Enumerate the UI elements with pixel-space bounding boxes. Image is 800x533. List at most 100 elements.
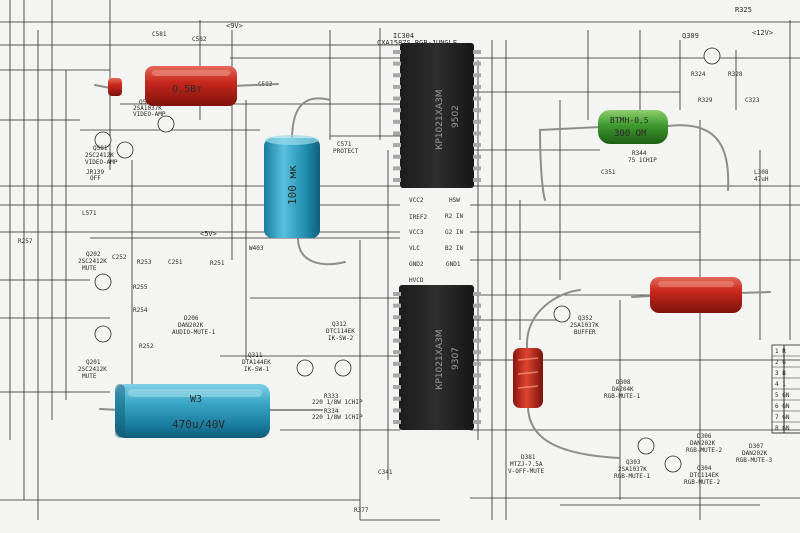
ic-pin bbox=[393, 303, 401, 308]
label-c251: C251 bbox=[168, 259, 183, 266]
resistor-red-top: О,5Вт bbox=[108, 66, 237, 106]
ic-pin bbox=[473, 292, 481, 296]
label-c351: C351 bbox=[601, 169, 616, 176]
label-q201-part: 2SC2412K bbox=[78, 366, 107, 373]
ic-pin bbox=[393, 61, 401, 66]
connector-row: 7 GN bbox=[775, 414, 790, 421]
connector-row: 2 G bbox=[775, 359, 786, 366]
label-d307-part: DAN202K bbox=[742, 450, 768, 457]
label-c571: C571 bbox=[337, 141, 352, 148]
label-r333: R333 bbox=[324, 393, 339, 400]
pin-hvcd: HVCD bbox=[409, 277, 424, 284]
label-q202-part: 2SC2412K bbox=[78, 258, 107, 265]
label-d307: D307 bbox=[749, 443, 764, 450]
label-r324: R324 bbox=[691, 71, 706, 78]
label-d308-part: DA204K bbox=[612, 386, 634, 393]
label-q581-fn: VIDEO-AMP bbox=[85, 159, 118, 166]
pin-vlc: VLC bbox=[409, 245, 420, 252]
ic-pin bbox=[393, 178, 401, 182]
label-d206-part: DAN202K bbox=[178, 322, 204, 329]
label-jr139-v: OFF bbox=[90, 175, 101, 182]
label-r377: R377 bbox=[354, 507, 369, 514]
label-r325: R325 bbox=[735, 6, 752, 14]
ic-pin bbox=[393, 84, 401, 89]
label-r328: R328 bbox=[728, 71, 743, 78]
label-9v: <9V> bbox=[226, 22, 243, 30]
label-d306-fn: RGB-MUTE-2 bbox=[686, 447, 723, 454]
label-d306: D306 bbox=[697, 433, 712, 440]
label-q352-fn: BUFFER bbox=[574, 329, 596, 336]
capacitor-small-blue: 100 мк bbox=[264, 135, 320, 238]
ic-pin bbox=[473, 315, 481, 320]
label-r344-v: 75 1CHIP bbox=[628, 157, 657, 164]
ic-pin bbox=[393, 108, 401, 113]
ic-pin bbox=[473, 396, 481, 401]
ic-bottom: КР1021ХА3М 9307 bbox=[393, 285, 481, 430]
label-q581-part: 2SC2412K bbox=[85, 152, 114, 159]
label-q309: Q309 bbox=[682, 32, 699, 40]
ic-pin bbox=[393, 361, 401, 366]
ic-pin bbox=[473, 166, 481, 171]
label-d381: D381 bbox=[521, 454, 536, 461]
ic-pin bbox=[393, 292, 401, 296]
ic-pin bbox=[393, 131, 401, 136]
label-r334: R334 bbox=[324, 408, 339, 415]
capacitor-large-marking-top: W3 bbox=[190, 394, 202, 405]
capacitor-small-marking: 100 мк bbox=[286, 165, 299, 205]
ic-pin bbox=[393, 315, 401, 320]
ic-pin bbox=[473, 154, 481, 159]
label-r329: R329 bbox=[698, 97, 713, 104]
connector-row: 1 R bbox=[775, 348, 786, 355]
label-c252: C252 bbox=[112, 254, 127, 261]
ic-pin bbox=[473, 73, 481, 78]
pin-vcc3: VCC3 bbox=[409, 229, 424, 236]
ic-pin bbox=[473, 108, 481, 113]
pin-g2: G2 IN bbox=[445, 229, 463, 236]
label-q303: Q303 bbox=[626, 459, 641, 466]
label-d306-part: DAN202K bbox=[690, 440, 716, 447]
label-c323: C323 bbox=[745, 97, 760, 104]
ic-pin bbox=[393, 373, 401, 378]
ic-top-marking: КР1021ХА3М bbox=[435, 89, 445, 150]
ic-pin bbox=[473, 96, 481, 101]
label-q202-fn: MUTE bbox=[82, 265, 97, 272]
ic-pin bbox=[393, 326, 401, 331]
label-d381-fn: V-OFF-MUTE bbox=[508, 468, 545, 475]
label-d308-fn: RGB-MUTE-1 bbox=[604, 393, 641, 400]
ic-pin bbox=[473, 385, 481, 390]
resistor-red-top-marking: О,5Вт bbox=[172, 84, 202, 95]
ic-pin bbox=[473, 50, 481, 54]
ic-pin bbox=[393, 396, 401, 401]
label-r254: R254 bbox=[133, 307, 148, 314]
label-q312-part: DTC114EK bbox=[326, 328, 355, 335]
ic-pin bbox=[473, 131, 481, 136]
ic-pin bbox=[473, 178, 481, 182]
ic-pin bbox=[393, 338, 401, 343]
ic-pin bbox=[473, 338, 481, 343]
label-d206-fn: AUDIO-MUTE-1 bbox=[172, 329, 216, 336]
resistor-red-vertical bbox=[513, 348, 543, 408]
label-c341: C341 bbox=[378, 469, 393, 476]
label-r255: R255 bbox=[133, 284, 148, 291]
label-l308: L308 bbox=[754, 169, 769, 176]
resistor-green-marking: 300 ОМ bbox=[614, 129, 647, 139]
label-l308-v: 47uH bbox=[754, 176, 769, 183]
label-r251: R251 bbox=[210, 260, 225, 267]
capacitor-large-blue: W3 470u/40V bbox=[115, 384, 270, 438]
label-q304-part: DTC114EK bbox=[690, 472, 719, 479]
resistor-green: ВТМН-0,5 300 ОМ bbox=[598, 110, 668, 144]
capacitor-large-marking: 470u/40V bbox=[172, 418, 225, 431]
ic-pin bbox=[393, 154, 401, 159]
ic-pin bbox=[393, 119, 401, 124]
label-q582-part: 2SA1037K bbox=[133, 105, 162, 112]
pin-gnd2: GND2 bbox=[409, 261, 424, 268]
ic-pin bbox=[393, 166, 401, 171]
connector-row: 4 1 bbox=[775, 381, 786, 388]
ic-bottom-code: 9307 bbox=[451, 347, 461, 370]
ic-pin bbox=[473, 143, 481, 148]
connector-row: 8 GN bbox=[775, 425, 790, 432]
ic-pin bbox=[393, 350, 401, 355]
label-q304: Q304 bbox=[697, 465, 712, 472]
ic-pin bbox=[393, 96, 401, 101]
label-q201: Q201 bbox=[86, 359, 101, 366]
